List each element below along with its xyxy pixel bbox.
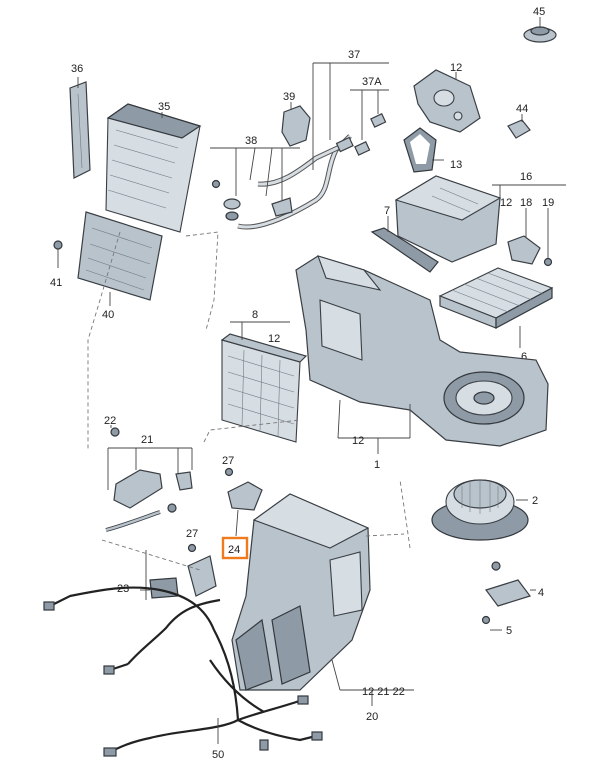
part-27-screw-lower [187,543,197,553]
part-37-refrigerant-lines [237,62,389,230]
assembly-guide-lines [87,231,411,571]
callout-50: 50 [212,749,224,761]
part-20-lower-housing [231,493,414,706]
callout-19: 19 [542,197,554,209]
callout-37a: 37A [362,76,382,88]
part-38-clamps [210,147,300,221]
part-23-actuator [140,550,217,600]
part-35-evaporator [105,103,202,233]
callout-13: 13 [450,159,462,171]
callout-7: 7 [384,205,390,217]
part-servo-upper [227,481,263,537]
part-44-valve [507,114,531,139]
callout-6: 6 [521,351,527,363]
part-2-blower [431,479,529,541]
part-8-filter-insert [220,321,308,443]
callout-4: 4 [538,587,544,599]
callout-38: 38 [245,135,257,147]
part-4-resistor [485,561,536,607]
callout-2: 2 [532,495,538,507]
part-19-screw [543,208,553,267]
callout-27-lower: 27 [186,528,198,540]
part-16-air-distribution [370,175,566,273]
part-13-gasket [403,127,444,173]
part-27-screw-upper [224,467,234,477]
callout-12-21-22: 12 21 22 [362,686,405,698]
callout-23: 23 [117,583,129,595]
callout-39: 39 [283,91,295,103]
part-6-pollen-filter [438,267,554,348]
part-39-connector [281,102,311,147]
callout-37: 37 [348,49,360,61]
part-24-highlight[interactable] [221,536,249,560]
part-36-trim [69,77,91,179]
callout-12-top: 12 [450,62,462,74]
callout-21: 21 [141,434,153,446]
callout-40: 40 [102,309,114,321]
callout-5: 5 [506,625,512,637]
callout-36: 36 [71,63,83,75]
callout-20: 20 [366,711,378,723]
callout-1: 1 [374,459,380,471]
callout-27-upper: 27 [222,455,234,467]
part-22-screw [110,425,120,437]
callout-41: 41 [50,277,62,289]
callout-16: 16 [520,171,532,183]
part-12-flange [413,69,481,133]
callout-12-upper-right: 12 [500,197,512,209]
callout-12-housing: 12 [352,435,364,447]
part-18-servo-motor [507,208,541,265]
callout-22: 22 [104,415,116,427]
part-1-housing [295,255,549,454]
callout-18: 18 [520,197,532,209]
part-45-grommet [523,17,557,43]
part-21-linkage [105,447,193,532]
part-50-wiring-harness [43,586,323,757]
callout-12-filter: 12 [268,333,280,345]
callout-24[interactable]: 24 [228,544,240,556]
callout-8: 8 [252,309,258,321]
callout-35: 35 [158,101,170,113]
callout-45: 45 [533,6,545,18]
callout-44: 44 [516,103,528,115]
part-41-screw [53,240,63,268]
part-5-screw [481,615,502,631]
part-40-heater-core [77,211,163,306]
